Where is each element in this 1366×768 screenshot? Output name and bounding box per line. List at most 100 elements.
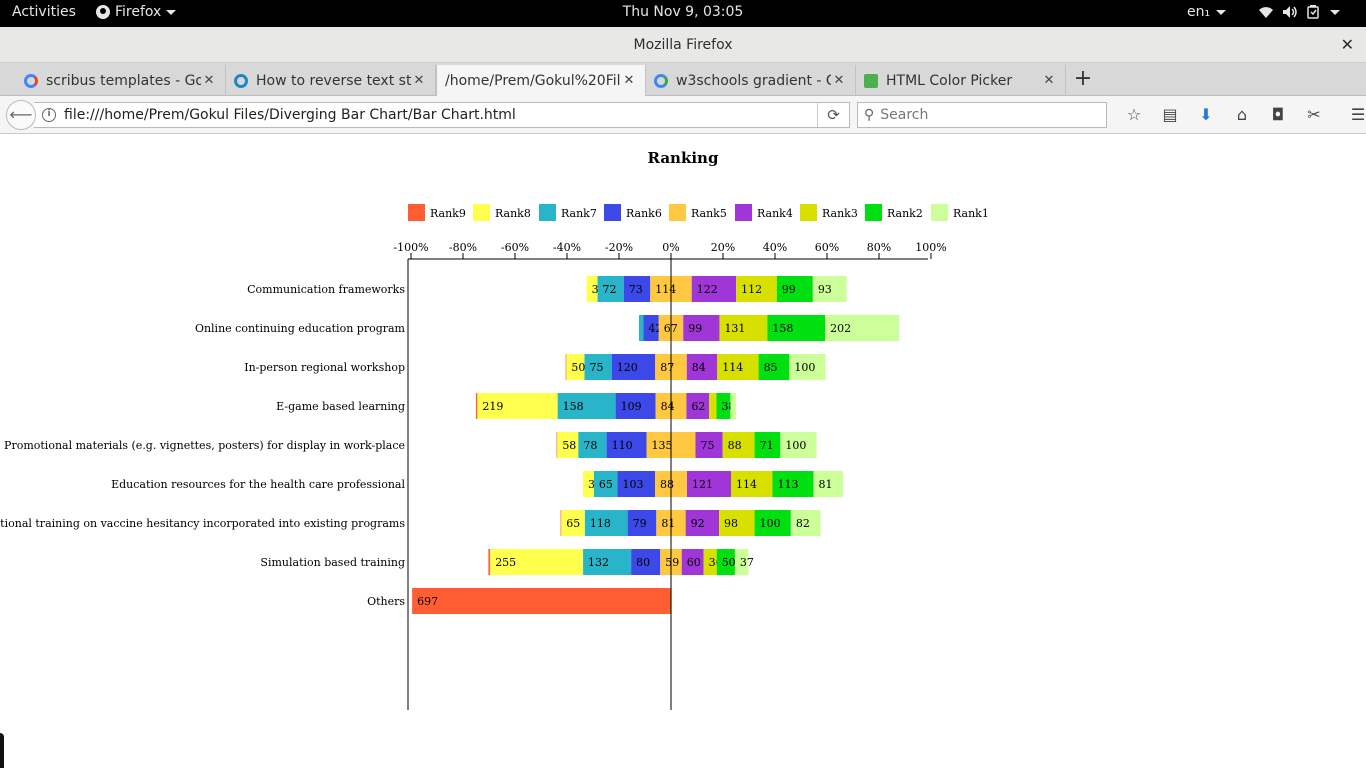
tab-bar-chart[interactable]: /home/Prem/Gokul%20Files/D ✕ bbox=[436, 65, 646, 96]
category-label: Education resources for the health care … bbox=[111, 478, 405, 491]
x-axis: -100%-80%-60%-40%-20%0%20%40%60%80%100% bbox=[393, 241, 947, 710]
legend-label-rank7: Rank7 bbox=[561, 207, 597, 220]
tab-w3schools-gradient[interactable]: w3schools gradient - Goo ✕ bbox=[646, 65, 856, 96]
google-icon bbox=[24, 73, 38, 88]
tab-close-icon[interactable]: ✕ bbox=[1043, 73, 1055, 88]
tab-strip: scribus templates - Google ✕ How to reve… bbox=[0, 63, 1366, 96]
bar-segment-rank1 bbox=[790, 510, 821, 536]
legend-swatch-rank8 bbox=[473, 204, 490, 221]
bar-segment-rank3 bbox=[709, 393, 717, 419]
extension-icon[interactable]: ✂ bbox=[1307, 105, 1321, 124]
window-close-icon[interactable]: ✕ bbox=[1340, 35, 1354, 54]
bar-segment-rank3 bbox=[719, 315, 768, 341]
tab-close-icon[interactable]: ✕ bbox=[413, 73, 425, 88]
legend-swatch-rank7 bbox=[539, 204, 556, 221]
bar-value-label: 219 bbox=[482, 400, 503, 413]
app-menu[interactable]: Firefox bbox=[96, 4, 177, 20]
bar-segment-rank4 bbox=[683, 315, 720, 341]
bar-value-label: 113 bbox=[777, 478, 798, 491]
bar-value-label: 81 bbox=[661, 517, 675, 530]
url-text[interactable]: file:///home/Prem/Gokul Files/Diverging … bbox=[64, 107, 516, 123]
bar-value-label: 71 bbox=[760, 439, 774, 452]
bar-value-label: 122 bbox=[697, 283, 718, 296]
bar-segment-rank9 bbox=[556, 432, 558, 458]
clock[interactable]: Thu Nov 9, 03:05 bbox=[622, 4, 744, 20]
x-tick-label: -40% bbox=[553, 241, 581, 254]
bar-value-label: 59 bbox=[665, 556, 679, 569]
bar-segment-rank8 bbox=[566, 354, 585, 380]
category-label: Promotional materials (e.g. vignettes, p… bbox=[4, 439, 405, 452]
bar-value-label: 50 bbox=[722, 556, 736, 569]
bar-segment-rank7 bbox=[597, 276, 624, 302]
bookmark-star-icon[interactable]: ☆ bbox=[1126, 105, 1142, 124]
bar-segment-rank4 bbox=[695, 432, 723, 458]
bar-segment-rank9 bbox=[560, 510, 562, 536]
dock-edge bbox=[0, 733, 4, 768]
tab-scribus-templates[interactable]: scribus templates - Google ✕ bbox=[16, 65, 226, 96]
search-box[interactable]: ⚲ Search bbox=[857, 102, 1107, 128]
bar-value-label: 3 bbox=[592, 283, 599, 296]
bar-segment-rank1 bbox=[789, 354, 826, 380]
language-label: en₁ bbox=[1187, 4, 1211, 20]
bar-value-label: 100 bbox=[760, 517, 781, 530]
pocket-icon[interactable]: ◘ bbox=[1271, 105, 1285, 124]
bar-value-label: 131 bbox=[724, 322, 745, 335]
bar-segment-rank7 bbox=[584, 354, 612, 380]
bar-value-label: 98 bbox=[724, 517, 738, 530]
bar-value-label: 99 bbox=[782, 283, 796, 296]
window-title: Mozilla Firefox bbox=[633, 37, 733, 53]
bar-value-label: 132 bbox=[588, 556, 609, 569]
bar-segment-rank4 bbox=[685, 510, 720, 536]
bar-segment-rank1 bbox=[825, 315, 900, 341]
bar-segment-rank3 bbox=[736, 276, 777, 302]
legend-label-rank4: Rank4 bbox=[757, 207, 793, 220]
firefox-icon bbox=[96, 5, 110, 19]
hamburger-menu-icon[interactable]: ☰ bbox=[1350, 105, 1366, 124]
new-tab-button[interactable]: + bbox=[1073, 66, 1093, 91]
bar-segment-rank9 bbox=[475, 393, 478, 419]
arrow-left-icon: ⟵ bbox=[9, 105, 33, 124]
x-tick-label: 40% bbox=[763, 241, 787, 254]
bar-segment-rank6 bbox=[627, 510, 657, 536]
bar-segment-rank8 bbox=[477, 393, 558, 419]
x-tick-label: -60% bbox=[501, 241, 529, 254]
legend-label-rank2: Rank2 bbox=[887, 207, 923, 220]
tab-close-icon[interactable]: ✕ bbox=[203, 73, 215, 88]
tab-html-color-picker[interactable]: HTML Color Picker ✕ bbox=[856, 65, 1066, 96]
bar-segment-rank6 bbox=[615, 393, 656, 419]
info-icon[interactable]: i bbox=[42, 108, 56, 122]
bar-segment-rank7 bbox=[584, 510, 628, 536]
legend-label-rank3: Rank3 bbox=[822, 207, 858, 220]
category-label: E-game based learning bbox=[276, 400, 405, 413]
bar-segment-rank1 bbox=[780, 432, 817, 458]
reading-list-icon[interactable]: ▤ bbox=[1162, 105, 1178, 124]
bar-segment-rank3 bbox=[717, 354, 759, 380]
tab-reverse-text[interactable]: How to reverse text string ✕ bbox=[226, 65, 436, 96]
bar-value-label: 99 bbox=[688, 322, 702, 335]
legend-swatch-rank9 bbox=[408, 204, 425, 221]
bar-segment-rank4 bbox=[691, 276, 737, 302]
download-icon[interactable]: ⬇ bbox=[1199, 105, 1213, 124]
system-tray[interactable] bbox=[1258, 5, 1340, 19]
tab-close-icon[interactable]: ✕ bbox=[623, 73, 635, 88]
bar-segment-rank2 bbox=[754, 432, 781, 458]
bar-value-label: 202 bbox=[830, 322, 851, 335]
home-icon[interactable]: ⌂ bbox=[1236, 105, 1248, 124]
back-button[interactable]: ⟵ bbox=[6, 100, 36, 130]
activities-button[interactable]: Activities bbox=[12, 4, 76, 20]
bar-segment-rank2 bbox=[772, 471, 814, 497]
bar-value-label: 75 bbox=[590, 361, 604, 374]
volume-icon bbox=[1283, 6, 1297, 18]
language-indicator[interactable]: en₁ bbox=[1187, 4, 1227, 20]
category-label: Simulation based training bbox=[260, 556, 405, 569]
bar-value-label: 110 bbox=[612, 439, 633, 452]
reload-icon[interactable]: ⟳ bbox=[817, 103, 849, 127]
legend-swatch-rank4 bbox=[735, 204, 752, 221]
bar-segment-rank3 bbox=[731, 471, 773, 497]
x-tick-label: 100% bbox=[915, 241, 946, 254]
bar-value-label: 81 bbox=[819, 478, 833, 491]
bar-value-label: 80 bbox=[636, 556, 650, 569]
url-bar[interactable]: i file:///home/Prem/Gokul Files/Divergin… bbox=[34, 102, 850, 128]
tab-close-icon[interactable]: ✕ bbox=[833, 73, 845, 88]
bar-segment-rank6 bbox=[643, 315, 659, 341]
